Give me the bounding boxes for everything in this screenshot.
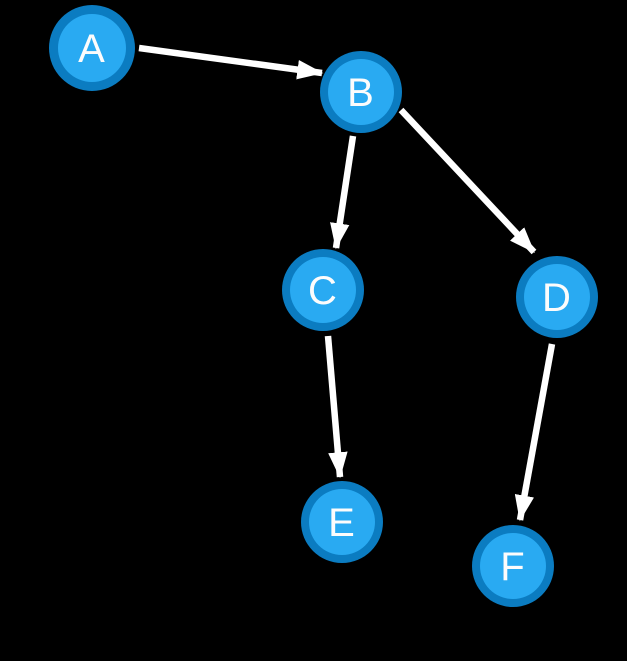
node-D-fill [524, 264, 590, 330]
node-C-fill [290, 257, 356, 323]
edges-layer [138, 44, 556, 522]
node-D[interactable] [516, 256, 598, 338]
node-E[interactable] [301, 481, 383, 563]
edge-C-E [324, 335, 348, 479]
node-F[interactable] [472, 525, 554, 607]
edge-B-C [330, 135, 357, 250]
node-F-fill [480, 533, 546, 599]
node-B-fill [328, 59, 394, 125]
node-B[interactable] [320, 51, 402, 133]
node-E-fill [309, 489, 375, 555]
edge-A-B [138, 44, 324, 80]
edge-B-D [398, 107, 537, 255]
node-A-fill [58, 14, 126, 82]
node-A[interactable] [49, 5, 135, 91]
edge-D-F [514, 343, 556, 522]
node-C[interactable] [282, 249, 364, 331]
